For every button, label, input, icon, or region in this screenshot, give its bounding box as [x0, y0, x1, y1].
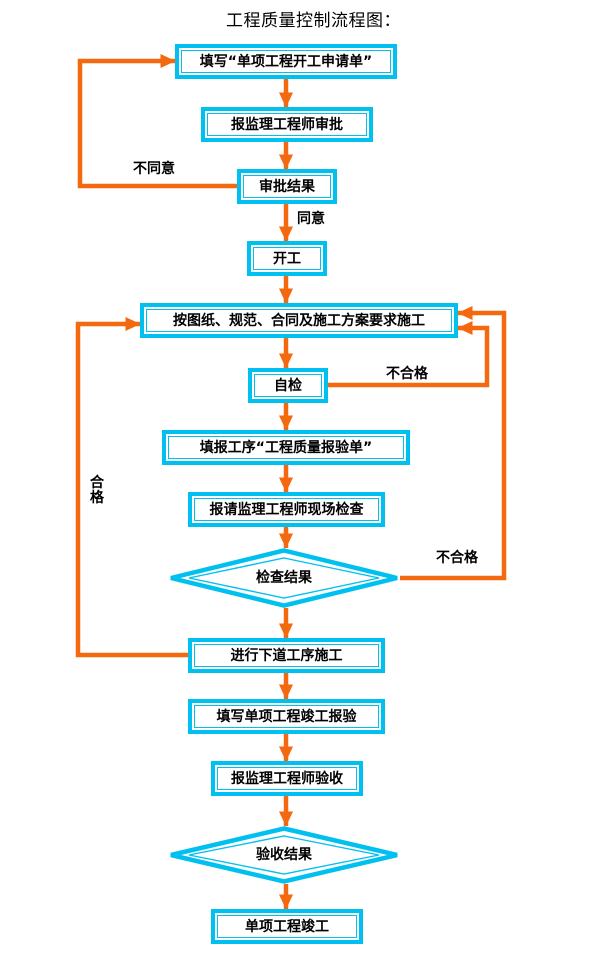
- node-inner-frame: 单项工程竣工: [217, 915, 357, 938]
- node-label: 填报工序“工程质量报验单”: [199, 439, 373, 456]
- node-label: 单项工程竣工: [245, 918, 329, 935]
- node-inner-frame: 按图纸、规范、合同及施工方案要求施工: [146, 309, 452, 332]
- node-label: 自检: [274, 377, 302, 394]
- node-inner-frame: 报请监理工程师现场检查: [194, 498, 379, 521]
- node-inner-frame: 进行下道工序施工: [194, 644, 379, 667]
- edge-label-fail-self-check: 不合格: [386, 366, 428, 382]
- node-inner-frame: 填写单项工程竣工报验: [194, 705, 379, 728]
- node-start-work: 开工: [247, 241, 327, 276]
- edge-label-agree: 同意: [297, 211, 325, 227]
- node-inner-frame: 审批结果: [243, 175, 331, 198]
- edge-label-disagree: 不同意: [133, 161, 175, 177]
- node-inner-frame: 报监理工程师审批: [207, 113, 367, 136]
- edge-label-fail-inspection: 不合格: [436, 550, 478, 566]
- node-label: 验收结果: [256, 847, 312, 863]
- node-report-supervisor-acceptance: 报监理工程师验收: [211, 761, 363, 796]
- node-report-supervisor-approval: 报监理工程师审批: [201, 107, 373, 142]
- node-self-check: 自检: [248, 368, 328, 403]
- node-label: 进行下道工序施工: [230, 647, 343, 664]
- node-label: 检查结果: [256, 570, 312, 586]
- node-label: 报监理工程师验收: [231, 770, 343, 787]
- node-request-site-inspection: 报请监理工程师现场检查: [188, 492, 385, 527]
- node-fill-quality-inspection-form: 填报工序“工程质量报验单”: [162, 430, 410, 465]
- node-inner-frame: 报监理工程师验收: [217, 767, 357, 790]
- node-inner-frame: 填写“单项工程开工申请单”: [181, 50, 391, 73]
- node-inner-frame: 开工: [253, 247, 321, 270]
- node-label: 报请监理工程师现场检查: [209, 501, 364, 518]
- node-label-wrap: 验收结果: [168, 826, 400, 884]
- node-inner-frame: 自检: [254, 374, 322, 397]
- decision-acceptance-result: 验收结果: [168, 826, 400, 884]
- node-construct-per-requirements: 按图纸、规范、合同及施工方案要求施工: [140, 303, 458, 338]
- node-fill-completion-inspection: 填写单项工程竣工报验: [188, 699, 385, 734]
- node-label: 填写“单项工程开工申请单”: [199, 53, 373, 70]
- diamond-shape: [170, 548, 398, 608]
- diagram-title: 工程质量控制流程图：: [226, 11, 401, 31]
- node-label: 填写单项工程竣工报验: [216, 708, 357, 725]
- node-label: 开工: [273, 250, 301, 267]
- edge-label-pass: 合格: [90, 475, 104, 506]
- node-inner-frame: 填报工序“工程质量报验单”: [168, 436, 404, 459]
- node-label: 审批结果: [259, 178, 315, 195]
- node-label: 报监理工程师审批: [231, 116, 343, 133]
- node-next-process-construction: 进行下道工序施工: [188, 638, 385, 673]
- node-label-wrap: 检查结果: [168, 548, 400, 608]
- decision-inspection-result: 检查结果: [168, 548, 400, 608]
- node-label: 按图纸、规范、合同及施工方案要求施工: [173, 312, 425, 329]
- node-approval-result: 审批结果: [237, 169, 337, 204]
- diamond-shape: [170, 826, 398, 884]
- node-project-completion: 单项工程竣工: [211, 909, 363, 944]
- loop-d1-n5-fail: [400, 306, 507, 581]
- node-fill-start-application: 填写“单项工程开工申请单”: [175, 44, 397, 79]
